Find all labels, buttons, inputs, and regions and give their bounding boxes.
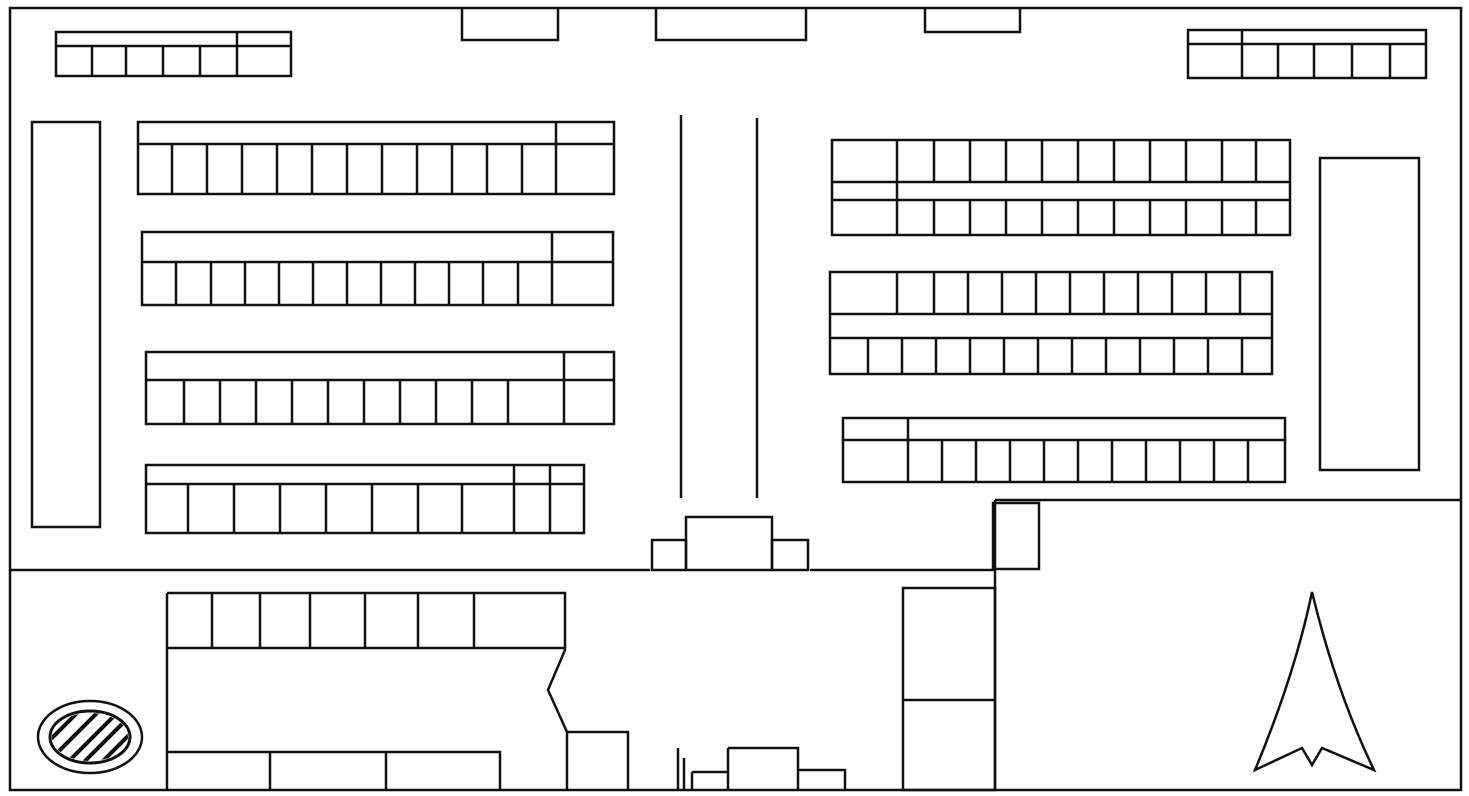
building-17 bbox=[136, 120, 616, 196]
building-6 bbox=[165, 591, 569, 790]
water-tower-12 bbox=[36, 699, 144, 775]
building-9 bbox=[991, 501, 1041, 571]
north-arrow-icon bbox=[1252, 591, 1377, 773]
building-2 bbox=[650, 515, 810, 572]
site-boundary bbox=[8, 6, 1463, 792]
building-14-13 bbox=[144, 463, 586, 535]
building-10 bbox=[901, 586, 997, 792]
building-28-23-28 bbox=[30, 120, 102, 529]
building-7-5 bbox=[167, 750, 502, 790]
building-20 bbox=[830, 138, 1292, 237]
building-16 bbox=[140, 230, 615, 307]
building-27-right bbox=[923, 8, 1022, 34]
building-1 bbox=[690, 746, 847, 790]
building-15 bbox=[144, 350, 616, 426]
building-27-left bbox=[460, 8, 560, 42]
gate-3 bbox=[676, 748, 686, 790]
activity-field-23 bbox=[1318, 156, 1421, 472]
building-19 bbox=[828, 270, 1274, 376]
building-25 bbox=[54, 30, 293, 78]
building-18 bbox=[841, 416, 1287, 484]
building-4 bbox=[565, 730, 630, 790]
building-26 bbox=[654, 8, 808, 42]
building-24 bbox=[1186, 28, 1428, 80]
